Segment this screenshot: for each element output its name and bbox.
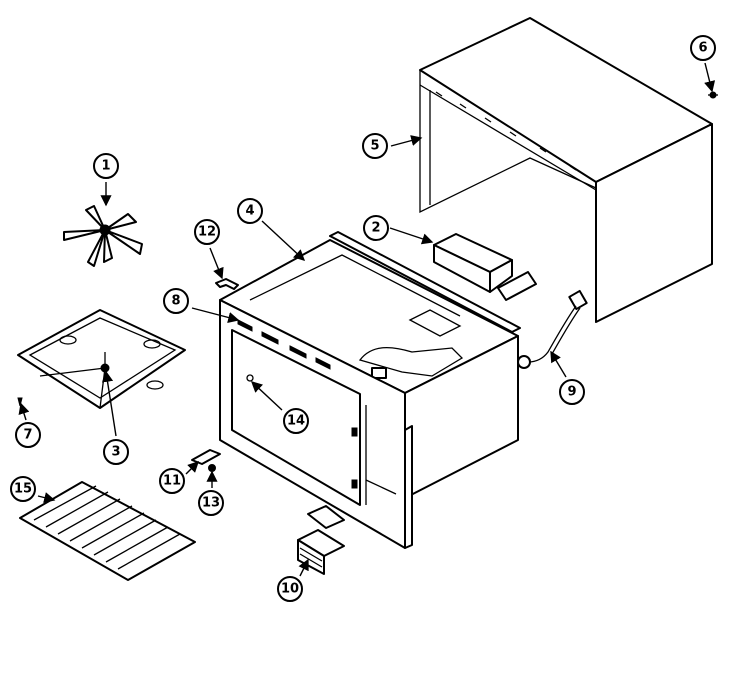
oven-rack	[19, 481, 196, 581]
svg-text:7: 7	[23, 428, 32, 443]
svg-text:14: 14	[287, 414, 305, 429]
outer-cabinet-wrapper	[419, 17, 713, 323]
callout-5: 5	[362, 133, 388, 159]
callout-9: 9	[559, 379, 585, 405]
callout-1: 1	[93, 153, 119, 179]
callout-6: 6	[690, 35, 716, 61]
callout-2: 2	[363, 215, 389, 241]
callout-11: 11	[159, 468, 185, 494]
svg-text:5: 5	[370, 139, 379, 154]
svg-text:6: 6	[698, 41, 707, 56]
small-screw	[17, 397, 23, 407]
svg-text:13: 13	[202, 496, 220, 511]
callout-4: 4	[237, 198, 263, 224]
connector-block	[297, 505, 345, 575]
callout-3: 3	[103, 439, 129, 465]
svg-text:8: 8	[171, 294, 180, 309]
svg-text:9: 9	[567, 385, 576, 400]
fan-blade	[63, 205, 143, 267]
callout-12: 12	[194, 219, 220, 245]
small-bracket	[215, 278, 239, 290]
callout-8: 8	[163, 288, 189, 314]
magnetron-component	[433, 233, 537, 301]
svg-text:10: 10	[281, 582, 299, 597]
cabinet-screw	[708, 91, 718, 99]
callout-7: 7	[15, 422, 41, 448]
callout-15: 15	[10, 476, 36, 502]
svg-text:12: 12	[198, 225, 216, 240]
svg-text:2: 2	[371, 221, 380, 236]
callout-13: 13	[198, 490, 224, 516]
svg-text:15: 15	[14, 482, 32, 497]
cavity-screw	[246, 374, 254, 382]
svg-text:3: 3	[111, 445, 120, 460]
leader-lines	[18, 62, 716, 577]
svg-text:11: 11	[163, 474, 181, 489]
stirrer-cover	[17, 309, 186, 409]
door-clip	[191, 449, 221, 465]
callouts: 1 2 3 4 5 6 7 8	[10, 35, 716, 602]
svg-text:4: 4	[245, 204, 254, 219]
svg-text:1: 1	[101, 159, 110, 174]
power-cord	[517, 289, 588, 369]
callout-10: 10	[277, 576, 303, 602]
callout-14: 14	[283, 408, 309, 434]
fastener	[208, 464, 216, 472]
